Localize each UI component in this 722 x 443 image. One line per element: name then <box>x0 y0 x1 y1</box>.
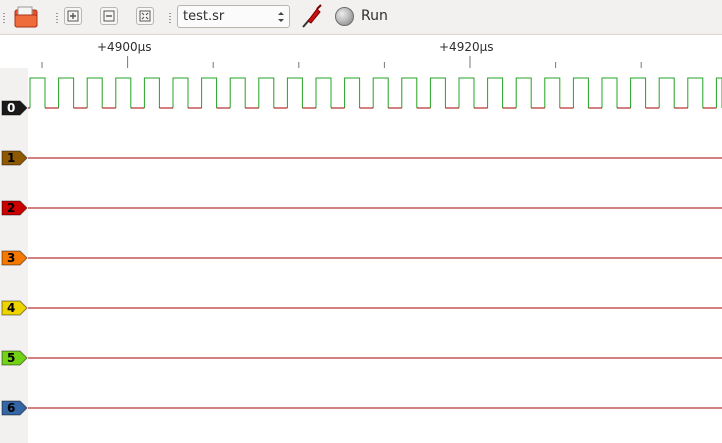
ruler-ticks <box>41 56 642 68</box>
channel-tag-shape <box>1 350 28 366</box>
channel-tag-label: 4 <box>7 301 16 315</box>
zoom-out-button[interactable] <box>100 7 118 25</box>
zoom-out-icon <box>103 10 115 22</box>
channel-tag-label: 1 <box>7 151 16 165</box>
main-toolbar: test.sr Run <box>0 0 722 35</box>
channel-tag-shape <box>1 400 28 416</box>
channel-tag-shape <box>1 300 28 316</box>
channel-tag-shape <box>1 200 28 216</box>
ruler-tick-label: +4920µs <box>439 40 494 54</box>
channel-tag-label: 2 <box>7 201 16 215</box>
channel-tag-5[interactable]: 5 <box>1 350 28 366</box>
channel-tag-shape <box>1 250 28 266</box>
channel-tag-1[interactable]: 1 <box>1 150 28 166</box>
zoom-fit-icon <box>139 10 151 22</box>
channel-tag-label: 0 <box>7 101 16 115</box>
channel-tag-label: 3 <box>7 251 16 265</box>
signal-view[interactable] <box>28 68 722 443</box>
channel-tag-shape <box>1 100 28 116</box>
channel-tag-2[interactable]: 2 <box>1 200 28 216</box>
run-button-label[interactable]: Run <box>361 8 388 24</box>
open-file-icon[interactable] <box>13 5 39 29</box>
channel-0-trace-high <box>29 77 722 108</box>
channel-tag-0[interactable]: 0 <box>1 100 28 116</box>
device-select-value: test.sr <box>183 9 225 24</box>
channel-tag-6[interactable]: 6 <box>1 400 28 416</box>
probe-button[interactable] <box>298 4 324 34</box>
zoom-fit-button[interactable] <box>136 7 154 25</box>
channel-tag-4[interactable]: 4 <box>1 300 28 316</box>
toolbar-grip-icon[interactable] <box>3 13 5 23</box>
toolbar-grip-icon[interactable] <box>56 13 58 23</box>
spin-arrows-icon <box>278 12 284 22</box>
zoom-in-icon <box>67 10 79 22</box>
zoom-in-button[interactable] <box>64 7 82 25</box>
ruler-tick-label: +4900µs <box>97 40 152 54</box>
probe-icon <box>302 4 322 28</box>
time-ruler[interactable]: +4900µs +4920µs <box>29 36 722 68</box>
channel-tag-3[interactable]: 3 <box>1 250 28 266</box>
channel-tag-shape <box>1 150 28 166</box>
channel-tag-label: 5 <box>7 351 16 365</box>
run-indicator-icon[interactable] <box>335 7 354 26</box>
device-select[interactable]: test.sr <box>177 5 290 28</box>
toolbar-grip-icon[interactable] <box>169 13 171 23</box>
channel-tag-label: 6 <box>7 401 16 415</box>
